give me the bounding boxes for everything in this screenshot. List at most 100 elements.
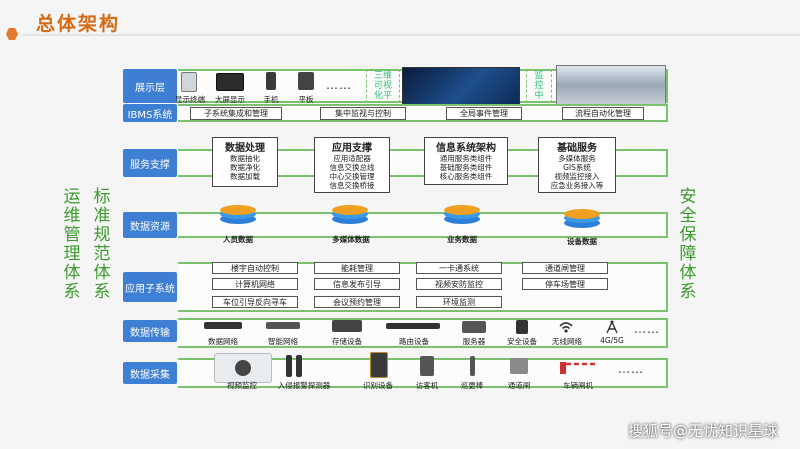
recognition-device-icon [370, 352, 388, 378]
transport-caption: 数据网络 [208, 337, 238, 346]
service-group-title: 基础服务 [557, 143, 597, 154]
device-caption: 大屏显示 [215, 95, 245, 104]
monitoring-center-panel-label: 监控中 [526, 69, 552, 103]
phone-icon [266, 72, 276, 90]
data-resource-caption: 人员数据 [223, 235, 253, 244]
patrol-stick-icon [470, 356, 475, 376]
service-item: 通用服务类组件 [439, 154, 493, 163]
subsystem-box: 通道闸管理 [522, 262, 608, 274]
storage-device-icon [332, 320, 362, 332]
service-item: 基础服务类组件 [439, 163, 493, 172]
subsystem-box: 一卡通系统 [416, 262, 502, 274]
database-disk-icon [564, 209, 600, 228]
service-item: 视频监控接入 [554, 172, 600, 181]
ops-management-system-label: 运维管理体系 [63, 187, 81, 302]
service-item: 核心服务类组件 [439, 172, 493, 181]
data-resource-caption: 设备数据 [567, 237, 597, 246]
service-group-title: 信息系统架构 [436, 143, 496, 154]
title-divider [22, 34, 800, 36]
vehicle-barrier-icon [560, 362, 596, 374]
subsystem-box: 视频安防监控 [416, 278, 502, 290]
3d-visualization-text: 三维可视化平 [373, 71, 392, 101]
service-item: 多媒体服务 [558, 154, 596, 163]
security-device-icon [516, 320, 528, 334]
monitoring-center-photo [556, 65, 666, 105]
database-disk-icon [332, 205, 368, 224]
transport-layer-label: 数据传输 [123, 320, 177, 342]
watermark: 搜狐号@无忧知识星球 [627, 422, 778, 440]
ibms-box-centralized-monitoring: 集中监视与控制 [320, 107, 406, 120]
3d-visualization-screenshot [402, 67, 520, 105]
router-icon [386, 323, 440, 329]
title-hexagon-icon [6, 28, 18, 40]
collect-caption: 识别设备 [363, 381, 393, 390]
monitoring-center-text: 监控中 [534, 71, 544, 101]
tablet-icon [298, 72, 314, 90]
data-resource-caption: 业务数据 [447, 235, 477, 244]
ibms-layer-band [178, 104, 668, 122]
service-item: 数据加载 [230, 172, 260, 181]
security-system-label: 安全保障体系 [679, 187, 697, 302]
smart-network-icon [266, 322, 300, 329]
turnstile-icon [510, 358, 528, 374]
wifi-icon [559, 322, 573, 333]
transport-caption: 服务器 [462, 337, 486, 346]
collect-caption: 入侵报警探测器 [277, 381, 331, 390]
more-devices-ellipsis: …… [326, 78, 352, 92]
more-transport-ellipsis: …… [634, 322, 660, 336]
3d-visualization-panel-label: 三维可视化平 [366, 69, 400, 103]
subsystem-box: 计算机网络 [212, 278, 298, 290]
service-item: 数据净化 [230, 163, 260, 172]
collect-caption: 巡更棒 [460, 381, 484, 390]
collect-caption: 访客机 [415, 381, 439, 390]
subsystem-box: 信息发布引导 [314, 278, 400, 290]
device-caption: 平板 [298, 95, 314, 104]
service-item: 信息交换桥接 [329, 181, 375, 190]
service-group-title: 应用支撑 [332, 143, 372, 154]
subsystem-box: 能耗管理 [314, 262, 400, 274]
device-caption: 显示终端 [175, 95, 205, 104]
ibms-layer-label: IBMS系统 [123, 104, 177, 122]
service-group-title: 数据处理 [225, 143, 265, 154]
service-group-basic-services: 基础服务 多媒体服务 GIS系统 视频监控接入 应急业务接入等 [538, 137, 616, 193]
data-resource-layer-label: 数据资源 [123, 212, 177, 238]
dome-camera-icon [214, 353, 272, 383]
subsystem-box: 停车场管理 [522, 278, 608, 290]
service-item: 中心交换管理 [329, 172, 375, 181]
intrusion-detector-icon [296, 355, 302, 377]
transport-caption: 智能网络 [268, 337, 298, 346]
standards-system-label: 标准规范体系 [93, 187, 111, 302]
transport-caption: 安全设备 [507, 337, 537, 346]
collect-caption: 车辆闸机 [563, 381, 593, 390]
ibms-box-subsystem-integration: 子系统集成和管理 [190, 107, 282, 120]
ibms-box-global-event: 全局事件管理 [446, 107, 522, 120]
server-icon [462, 321, 486, 333]
more-collect-ellipsis: …… [618, 362, 644, 376]
display-terminal-icon [181, 72, 197, 92]
display-layer-label: 展示层 [123, 69, 177, 103]
cellular-tower-icon [606, 320, 618, 334]
collect-caption: 通道闸 [507, 381, 531, 390]
network-switch-icon [204, 322, 242, 329]
database-disk-icon [220, 205, 256, 224]
subsystem-box: 会议预约管理 [314, 296, 400, 308]
transport-caption: 无线网络 [552, 337, 582, 346]
service-item: 信息交换总线 [329, 163, 375, 172]
service-item: 数据抽化 [230, 154, 260, 163]
service-item: 应用适配器 [333, 154, 371, 163]
visitor-machine-icon [420, 356, 434, 376]
service-group-application-support: 应用支撑 应用适配器 信息交换总线 中心交换管理 信息交换桥接 [314, 137, 390, 193]
subsystem-box: 车位引导反向寻车 [212, 296, 298, 308]
collect-layer-label: 数据采集 [123, 362, 177, 384]
transport-caption: 路由设备 [399, 337, 429, 346]
subsystem-box: 楼宇自动控制 [212, 262, 298, 274]
transport-caption: 4G/5G [600, 336, 624, 345]
large-screen-icon [216, 73, 244, 91]
service-item: GIS系统 [563, 163, 591, 172]
ibms-box-process-automation: 流程自动化管理 [562, 107, 644, 120]
app-subsystem-layer-label: 应用子系统 [123, 272, 177, 302]
data-resource-caption: 多媒体数据 [332, 235, 370, 244]
page-title: 总体架构 [36, 13, 121, 35]
service-item: 应急业务接入等 [550, 181, 604, 190]
service-group-data-processing: 数据处理 数据抽化 数据净化 数据加载 [212, 137, 278, 187]
